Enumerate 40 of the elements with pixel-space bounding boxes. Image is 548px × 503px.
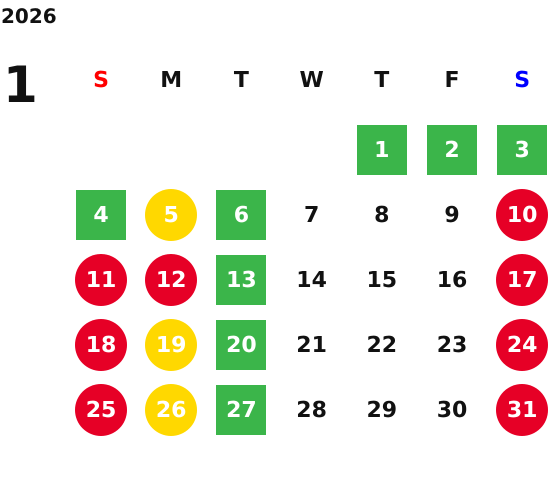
square-badge: 20 [216,320,266,370]
circle-badge: 31 [496,384,548,436]
circle-badge: 24 [496,319,548,371]
square-badge: 4 [76,190,126,240]
circle-badge: 17 [496,254,548,306]
circle-badge: 18 [75,319,127,371]
day-number: 9 [443,202,461,230]
circle-badge: 5 [145,189,198,241]
day-number: 30 [436,396,468,424]
square-badge: 1 [356,125,407,175]
day-number: 22 [365,332,398,360]
month-number: 1 [3,60,38,110]
circle-badge: 10 [496,189,548,241]
circle-badge: 12 [145,254,198,306]
weekday-label: F [443,68,461,93]
weekday-label: S [513,68,532,93]
circle-badge: 26 [145,384,198,436]
day-number: 15 [365,266,398,294]
weekday-label: T [373,68,390,93]
day-number: 8 [373,202,390,230]
weekday-label: S [92,68,110,93]
day-number: 28 [295,396,328,424]
circle-badge: 11 [75,254,127,306]
square-badge: 27 [216,385,266,435]
day-number: 23 [436,332,468,360]
circle-badge: 25 [75,384,127,436]
circle-badge: 19 [145,319,198,371]
weekday-label: T [232,68,250,93]
square-badge: 6 [216,190,266,240]
year-heading: 2026 [1,4,57,28]
day-number: 16 [436,266,468,294]
day-number: 7 [302,202,320,230]
day-number: 14 [295,266,328,294]
square-badge: 2 [427,125,477,175]
square-badge: 13 [216,255,266,305]
weekday-label: M [159,68,184,93]
day-number: 21 [295,332,328,360]
square-badge: 3 [497,125,548,175]
day-number: 29 [365,396,398,424]
weekday-label: W [298,68,325,93]
